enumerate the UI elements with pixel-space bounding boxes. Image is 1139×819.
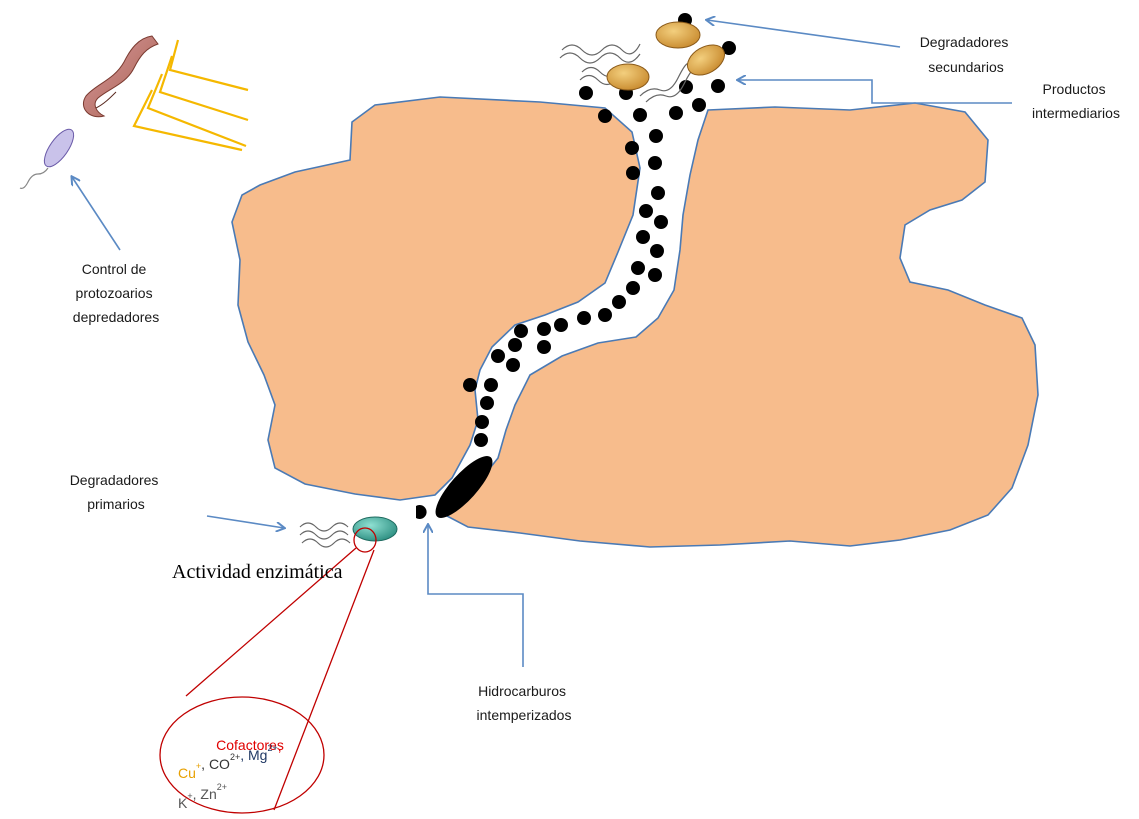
cofactor-charge: 2+ xyxy=(267,743,277,753)
bacterium-secondary-2 xyxy=(580,64,649,90)
bacterium-secondary-1 xyxy=(560,22,700,63)
label-intermediate-products: Productos intermediarios xyxy=(1032,81,1120,121)
arrow-primary xyxy=(207,516,284,528)
label-primary-degraders: Degradadores primarios xyxy=(70,472,163,512)
arrow-intermediate xyxy=(738,80,1012,103)
label-enzymatic-activity: Actividad enzimática xyxy=(172,561,343,583)
cofactor-ion: , xyxy=(278,738,282,754)
label-weathered-hydrocarbons: Hidrocarburos intemperizados xyxy=(477,683,572,723)
label-secondary-degraders: Degradadores secundarios xyxy=(920,34,1013,75)
cofactor-charge: 2+ xyxy=(217,782,227,792)
protozoan-cell xyxy=(39,125,79,171)
cofactor-ion: , Zn xyxy=(193,786,217,802)
cofactor-ion: Cu xyxy=(178,765,196,781)
cofactor-ion: , Mg xyxy=(240,747,267,763)
arrow-hydrocarbons xyxy=(428,525,523,667)
protozoa-illustration xyxy=(20,36,248,188)
arrow-protozoa xyxy=(72,177,120,250)
cofactor-charge: 2+ xyxy=(230,752,240,762)
primary-degrader xyxy=(300,517,397,547)
arrow-secondary xyxy=(707,20,900,47)
cofactor-ion: , CO xyxy=(201,756,230,772)
light-rays xyxy=(134,40,248,150)
label-protozoa-control: Control de protozoarios depredadores xyxy=(73,261,159,325)
protozoan-worm xyxy=(83,36,158,117)
